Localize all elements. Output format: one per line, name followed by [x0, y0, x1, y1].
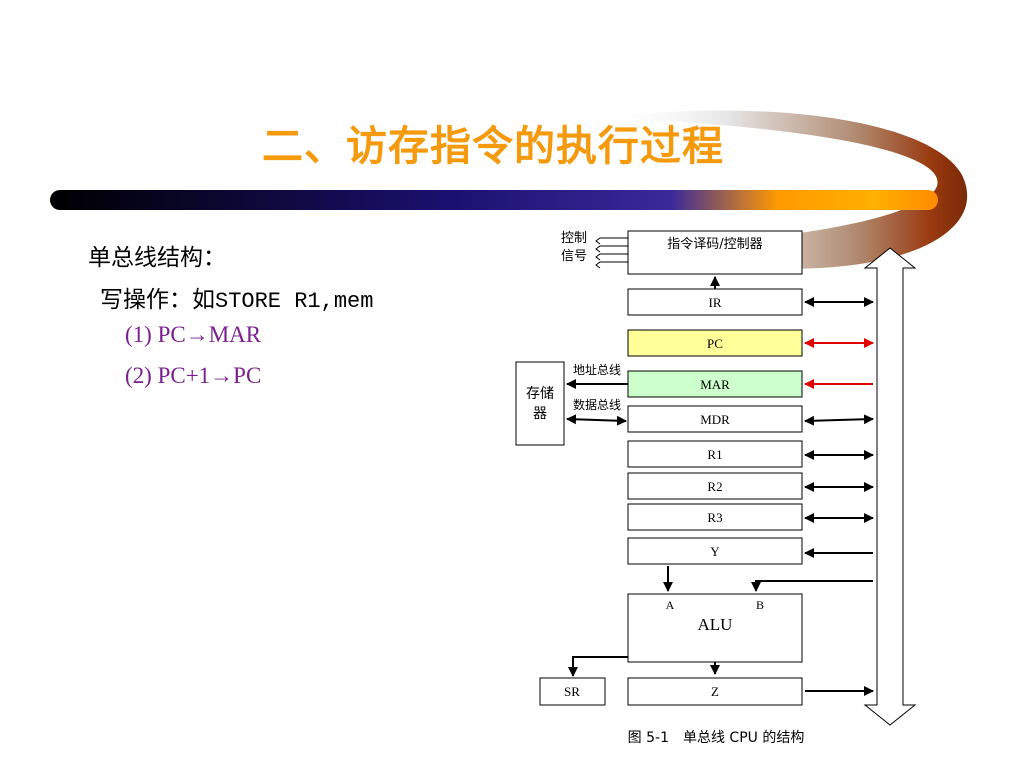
- reg-r3: [627, 503, 803, 531]
- reg-ir: [627, 288, 803, 316]
- alu-label: ALU: [698, 615, 733, 634]
- decoder-box: [627, 230, 803, 275]
- alu-box: [627, 593, 803, 663]
- reg-pc-label: PC: [707, 336, 723, 351]
- control-signal-label-2: 信号: [561, 249, 587, 264]
- memory-label-2: 器: [533, 406, 547, 422]
- internal-bus: [863, 247, 917, 726]
- reg-y-label: Y: [710, 544, 720, 559]
- orange-swoosh: [600, 110, 968, 269]
- memory-box: [515, 361, 565, 446]
- alu-to-sr-arrow: [568, 656, 628, 677]
- address-bus-label: 地址总线: [573, 363, 621, 377]
- reg-sr: [539, 677, 606, 706]
- slide-title: 二、访存指令的执行过程: [262, 122, 724, 170]
- control-signal-label-1: 控制: [561, 231, 587, 246]
- decoder-label: 指令译码/控制器: [667, 237, 762, 252]
- text-store-instruction: STORE R1,mem: [215, 289, 374, 314]
- reg-mdr: [627, 405, 803, 433]
- figure-caption: 图 5-1 单总线 CPU 的结构: [628, 730, 805, 746]
- text-write-operation-label: 写操作：如: [100, 287, 215, 313]
- reg-sr-label: SR: [564, 684, 580, 699]
- control-signal-lines: [595, 237, 628, 269]
- reg-z: [627, 677, 803, 706]
- reg-mar: [627, 370, 803, 398]
- reg-r1: [627, 440, 803, 468]
- title-bar: [50, 190, 938, 210]
- reg-z-label: Z: [711, 684, 719, 699]
- reg-mdr-label: MDR: [700, 412, 730, 427]
- alu-input-b: B: [756, 598, 764, 612]
- alu-input-a: A: [666, 598, 675, 612]
- step-2: (2) PC+1→PC: [125, 363, 262, 388]
- reg-mar-label: MAR: [700, 377, 730, 392]
- bus-to-alu-b-arrow: [751, 580, 873, 592]
- memory-label-1: 存储: [526, 386, 554, 402]
- data-bus-arrow: [566, 414, 627, 426]
- reg-r1-label: R1: [707, 447, 722, 462]
- reg-ir-label: IR: [709, 295, 722, 310]
- reg-y: [627, 537, 803, 565]
- reg-pc: [627, 329, 803, 357]
- data-bus-label: 数据总线: [573, 397, 621, 412]
- text-write-operation: 写操作：如STORE R1,mem: [100, 280, 373, 314]
- reg-r2-label: R2: [707, 479, 722, 494]
- mdr-bus-arrow: [804, 414, 874, 426]
- reg-r3-label: R3: [707, 510, 722, 525]
- step-1: (1) PC→MAR: [125, 322, 262, 347]
- text-single-bus-structure: 单总线结构：: [88, 245, 226, 271]
- reg-r2: [627, 472, 803, 500]
